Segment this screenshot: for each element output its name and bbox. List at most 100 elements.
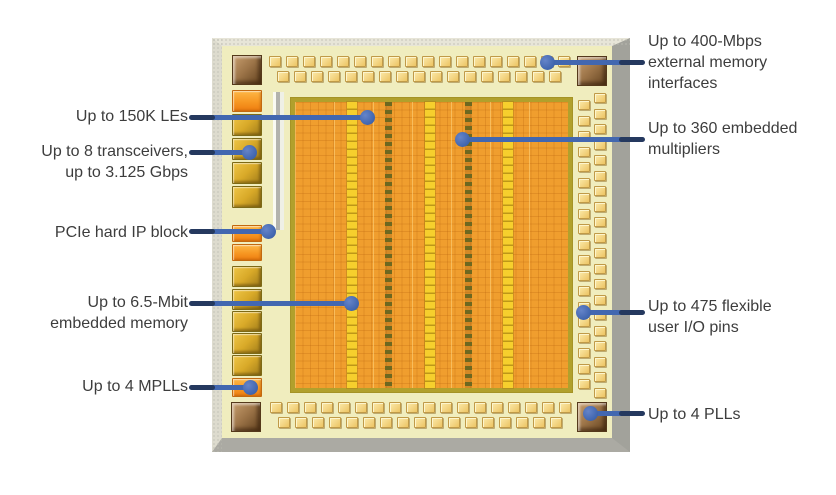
io-pad	[388, 56, 400, 67]
io-pad	[473, 56, 485, 67]
callout-tail-pcie	[189, 228, 215, 234]
callout-dot-mplls	[242, 379, 258, 395]
io-pin-pad	[578, 286, 590, 296]
io-pad	[372, 402, 384, 413]
io-pin-pad	[578, 332, 590, 343]
io-pad	[549, 71, 561, 82]
io-pad	[278, 417, 290, 428]
io-pin-pad	[594, 232, 606, 243]
io-pad	[447, 71, 459, 82]
io-pin-pad	[594, 170, 606, 181]
transceiver-block	[232, 186, 262, 208]
io-pad	[396, 71, 408, 82]
io-pin-pad	[594, 356, 606, 367]
io-pin-pad	[578, 146, 590, 157]
io-pad	[457, 402, 469, 413]
io-pad	[482, 417, 494, 428]
io-pin-pad	[594, 201, 606, 212]
io-pad	[532, 71, 544, 82]
callout-label-plls: Up to 4 PLLs	[648, 406, 741, 423]
io-pin-pad	[578, 255, 590, 265]
io-pin-pad	[578, 379, 590, 389]
io-pad	[464, 71, 476, 82]
callout-tail-logic-elements	[189, 114, 215, 120]
callout-label-transceivers: Up to 8 transceivers, up to 3.125 Gbps	[41, 143, 188, 181]
io-pad	[328, 71, 340, 82]
io-pad	[355, 402, 367, 413]
io-pad	[448, 417, 460, 428]
io-pad	[430, 71, 442, 82]
io-pin-pad	[594, 372, 606, 382]
mpll-block	[232, 90, 262, 112]
io-pad	[481, 71, 493, 82]
callout-tail-user-io	[619, 309, 645, 315]
io-pad	[406, 402, 418, 413]
transceiver-block	[232, 333, 262, 354]
io-pad	[345, 71, 357, 82]
callout-dot-multipliers	[454, 131, 470, 147]
callout-label-mplls: Up to 4 MPLLs	[82, 378, 188, 395]
embedded-memory-column	[425, 102, 435, 388]
io-pad	[312, 417, 324, 428]
io-pad	[286, 56, 298, 67]
io-pad	[423, 402, 435, 413]
io-pin-pad	[594, 124, 606, 134]
io-pad	[379, 71, 391, 82]
callout-label-memory-interfaces: Up to 400-Mbps external memory interface…	[648, 33, 768, 92]
io-pad	[320, 56, 332, 67]
io-pad	[321, 402, 333, 413]
callout-tail-memory-interfaces	[619, 59, 645, 65]
callout-line-transceivers	[200, 149, 249, 155]
io-pin-pad	[578, 224, 590, 234]
callout-dot-pcie	[260, 223, 276, 239]
io-pad	[498, 71, 510, 82]
callout-tail-embedded-memory	[189, 300, 215, 306]
io-pad	[337, 56, 349, 67]
io-pin-pad	[594, 341, 606, 351]
callout-dot-embedded-memory	[343, 295, 359, 311]
io-pad	[397, 417, 409, 428]
io-pin-pad	[578, 363, 590, 374]
io-pin-pad	[594, 387, 606, 398]
callout-line-pcie	[200, 228, 268, 234]
callout-tail-plls	[619, 410, 645, 416]
io-pin-pad	[578, 115, 590, 126]
io-pad	[311, 71, 323, 82]
io-pin-pad	[594, 325, 606, 336]
io-pin-pad	[594, 155, 606, 165]
callout-line-multipliers	[462, 136, 634, 142]
io-pin-pad	[594, 248, 606, 258]
io-pin-pad	[578, 193, 590, 203]
config-spine-strip	[273, 92, 284, 230]
io-pad	[465, 417, 477, 428]
embedded-memory-column	[347, 102, 357, 388]
io-pad	[414, 417, 426, 428]
io-pad	[294, 71, 306, 82]
io-pad	[270, 402, 282, 413]
io-pad	[474, 402, 486, 413]
pcie-hard-ip-block	[232, 244, 262, 261]
pll-corner-block	[231, 402, 261, 432]
io-pad	[287, 402, 299, 413]
callout-line-memory-interfaces	[547, 59, 634, 65]
io-pad	[338, 402, 350, 413]
callout-dot-logic-elements	[359, 109, 375, 125]
io-pad	[507, 56, 519, 67]
callout-tail-transceivers	[189, 149, 215, 155]
io-pin-pad	[594, 217, 606, 227]
io-pad	[329, 417, 341, 428]
io-pad	[362, 71, 374, 82]
pll-corner-block	[232, 55, 262, 85]
io-pad	[371, 56, 383, 67]
io-pin-pad	[594, 294, 606, 305]
io-pin-pad	[578, 239, 590, 250]
callout-line-mplls	[200, 384, 250, 390]
io-pin-pad	[578, 270, 590, 281]
callout-line-logic-elements	[200, 114, 367, 120]
multiplier-column	[385, 102, 392, 388]
io-pin-pad	[578, 177, 590, 188]
io-pad	[277, 71, 289, 82]
io-pin-pad	[578, 348, 590, 358]
io-pad	[491, 402, 503, 413]
